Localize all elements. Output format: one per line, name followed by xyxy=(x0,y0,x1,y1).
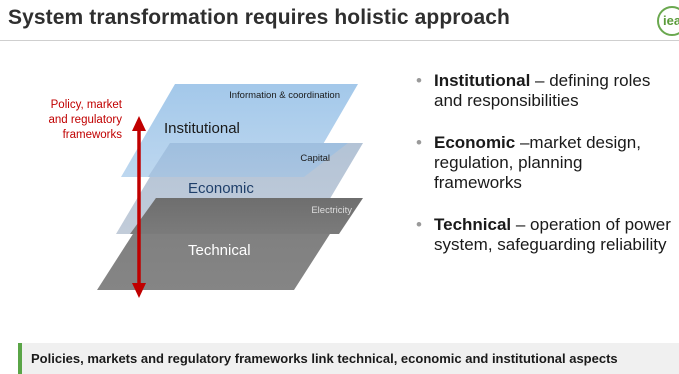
bullet-heading: Technical xyxy=(434,215,512,234)
link-label-information: Information & coordination xyxy=(229,90,340,101)
layer-name-technical: Technical xyxy=(188,242,251,259)
bullet-dot-icon: • xyxy=(416,215,422,234)
capital-overlap xyxy=(148,143,348,177)
link-label-electricity: Electricity xyxy=(311,205,352,216)
bullet-heading: Economic xyxy=(434,133,516,152)
title-divider xyxy=(0,40,679,41)
bullet-economic: • Economic –market design, regulation, pl… xyxy=(416,133,674,193)
slide-title: System transformation requires holistic … xyxy=(8,6,510,29)
bullet-text: – defining roles and responsibilities xyxy=(434,71,651,110)
layer-name-institutional: Institutional xyxy=(164,120,240,137)
arrow-label-line-3: frameworks xyxy=(63,129,123,141)
footer-text: Policies, markets and regulatory framewo… xyxy=(31,351,618,366)
footer-callout: Policies, markets and regulatory framewo… xyxy=(18,343,679,374)
bullet-dot-icon: • xyxy=(416,133,422,152)
bullet-technical: • Technical – operation of power system, … xyxy=(416,215,674,255)
bullet-text: – operation of power system, safeguardin… xyxy=(434,215,671,254)
bullet-heading: Institutional xyxy=(434,71,531,90)
electricity-overlap xyxy=(130,198,363,234)
bullet-institutional: • Institutional – defining roles and resp… xyxy=(416,71,674,111)
iea-logo: iea xyxy=(657,6,679,36)
link-label-capital: Capital xyxy=(300,153,330,164)
frameworks-arrow xyxy=(132,116,146,298)
bullet-dot-icon: • xyxy=(416,71,422,90)
arrow-label-line-2: and regulatory xyxy=(48,114,122,126)
bullet-list: • Institutional – defining roles and resp… xyxy=(416,71,674,277)
layer-name-economic: Economic xyxy=(188,180,254,197)
bullet-text: –market design, regulation, planning fra… xyxy=(434,133,641,192)
arrow-label-line-1: Policy, market xyxy=(51,99,123,111)
